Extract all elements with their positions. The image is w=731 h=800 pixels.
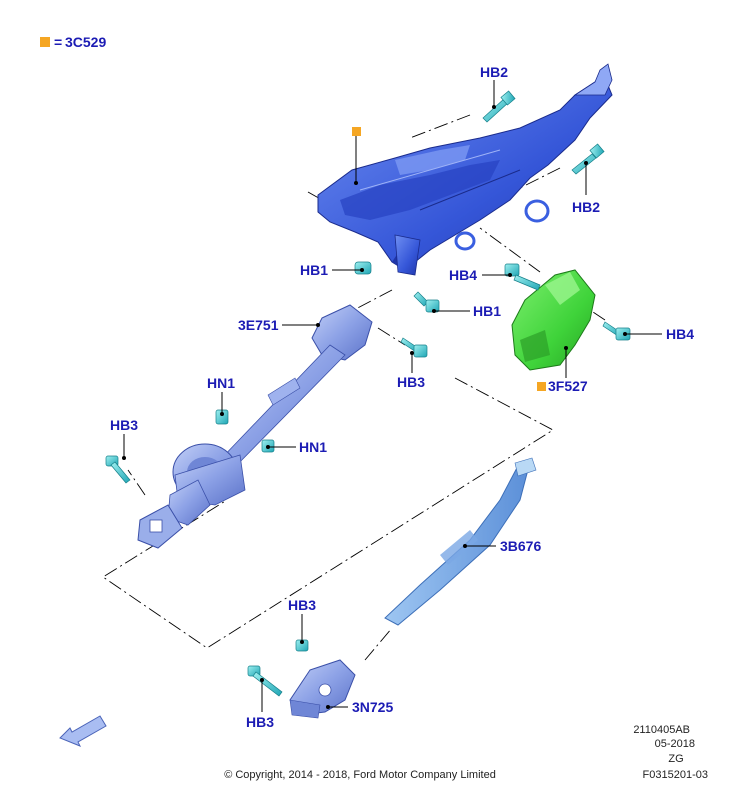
footer-zg: ZG <box>668 753 683 765</box>
label-hb4-top: HB4 <box>449 267 477 283</box>
legend-symbol: = <box>54 34 62 50</box>
fastener-hb1-right <box>413 291 440 313</box>
label-hb3-left: HB3 <box>110 417 138 433</box>
steering-column-housing <box>317 63 613 276</box>
marker-3c529 <box>352 127 361 136</box>
marker-3f527 <box>537 382 546 391</box>
fastener-hb1-left <box>354 261 372 275</box>
legend-marker <box>40 37 50 47</box>
label-hn1-right: HN1 <box>299 439 327 455</box>
module-3f527 <box>511 269 596 371</box>
label-hb2-top: HB2 <box>480 64 508 80</box>
label-3b676: 3B676 <box>500 538 541 554</box>
fastener-hb4-top <box>504 263 541 291</box>
ring-left <box>454 231 476 251</box>
footer-code1: 2110405AB <box>633 724 690 736</box>
fastener-hb4-right <box>602 321 631 341</box>
direction-arrow-icon <box>59 715 107 747</box>
label-hb3-bottom: HB3 <box>246 714 274 730</box>
fastener-hb2-right <box>571 143 605 175</box>
ring-right <box>524 199 550 223</box>
shaft-3e751 <box>137 304 373 549</box>
fastener-hb3-mid <box>400 337 428 358</box>
fastener-hb3-bottom <box>247 665 283 697</box>
leader-lines <box>122 80 662 712</box>
legend-code: 3C529 <box>65 34 106 50</box>
footer-code2: F0315201-03 <box>643 769 708 781</box>
fastener-hb2-top <box>482 90 516 123</box>
label-3n725: 3N725 <box>352 699 393 715</box>
shaft-3b676 <box>384 457 537 626</box>
label-hb4-right: HB4 <box>666 326 694 342</box>
label-hb3-lower: HB3 <box>288 597 316 613</box>
label-hb3-mid: HB3 <box>397 374 425 390</box>
label-3f527: 3F527 <box>548 378 588 394</box>
fastener-hb3-left <box>105 455 131 484</box>
footer-date: 05-2018 <box>655 738 695 750</box>
label-hb1-left: HB1 <box>300 262 328 278</box>
label-hn1-top: HN1 <box>207 375 235 391</box>
label-3e751: 3E751 <box>238 317 279 333</box>
ujoint-3n725 <box>289 659 356 719</box>
copyright-text: © Copyright, 2014 - 2018, Ford Motor Com… <box>224 769 496 781</box>
label-hb1-right: HB1 <box>473 303 501 319</box>
label-hb2-right: HB2 <box>572 199 600 215</box>
